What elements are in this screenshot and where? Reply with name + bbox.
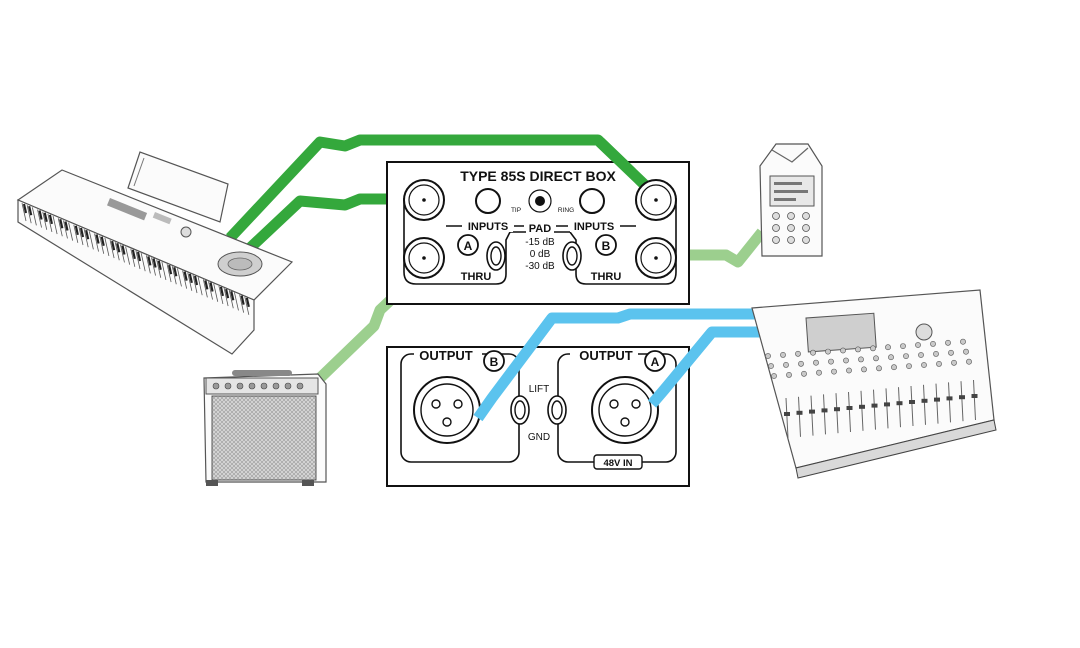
output-b-xlr-connector[interactable] (413, 376, 481, 444)
small-input-a-jack[interactable] (475, 188, 501, 214)
amplifier-illustration (203, 370, 327, 486)
output-a-xlr-connector[interactable] (591, 376, 659, 444)
small-input-b-jack[interactable] (579, 188, 605, 214)
thru-a-jack[interactable] (403, 237, 445, 279)
ground-lift-switch-b[interactable] (510, 395, 530, 425)
pad-option-2: 0 dB (530, 249, 551, 260)
top-panel: TYPE 85S DIRECT BOX (386, 138, 690, 305)
ground-lift-switch-a[interactable] (547, 395, 567, 425)
channel-b-badge (595, 234, 617, 256)
lift-label: LIFT (529, 384, 550, 395)
thru-b-jack[interactable] (635, 237, 677, 279)
tip-label: TIP (511, 207, 521, 214)
pad-option-3: -30 dB (525, 261, 555, 272)
keyboard-keys (21, 202, 250, 315)
mixer-illustration (751, 289, 997, 479)
output-b-badge (483, 350, 505, 372)
light-green-cable-thru-b-to-recorder (682, 228, 767, 268)
input-a-jack[interactable] (403, 179, 445, 221)
keyboard-illustration (16, 151, 294, 355)
inputs-right-label: INPUTS (574, 221, 614, 233)
inputs-left-label: INPUTS (468, 221, 508, 233)
input-b-jack[interactable] (635, 179, 677, 221)
output-b-label: OUTPUT (419, 348, 473, 363)
output-a-letter: A (651, 355, 660, 369)
pad-option-1: -15 dB (525, 237, 555, 248)
recorder-illustration (759, 143, 823, 257)
phantom-power-label: 48V IN (603, 458, 632, 469)
ring-label: RING (558, 207, 574, 214)
pad-switch-b[interactable] (562, 241, 582, 271)
pad-switch-a[interactable] (486, 241, 506, 271)
green-cable-keyboard-to-input-a (246, 193, 420, 253)
bottom-panel: OUTPUT B OUTPUT A 48V IN (386, 346, 690, 487)
channel-a-badge (457, 234, 479, 256)
gnd-label: GND (528, 432, 550, 443)
thru-left-label: THRU (461, 271, 492, 283)
output-a-badge (644, 350, 666, 372)
thru-right-label: THRU (591, 271, 622, 283)
channel-a-letter: A (464, 239, 473, 253)
top-panel-title: TYPE 85S DIRECT BOX (460, 168, 616, 184)
pad-label: PAD (529, 223, 551, 235)
output-a-label: OUTPUT (579, 348, 633, 363)
output-b-letter: B (490, 355, 499, 369)
channel-b-letter: B (602, 239, 611, 253)
